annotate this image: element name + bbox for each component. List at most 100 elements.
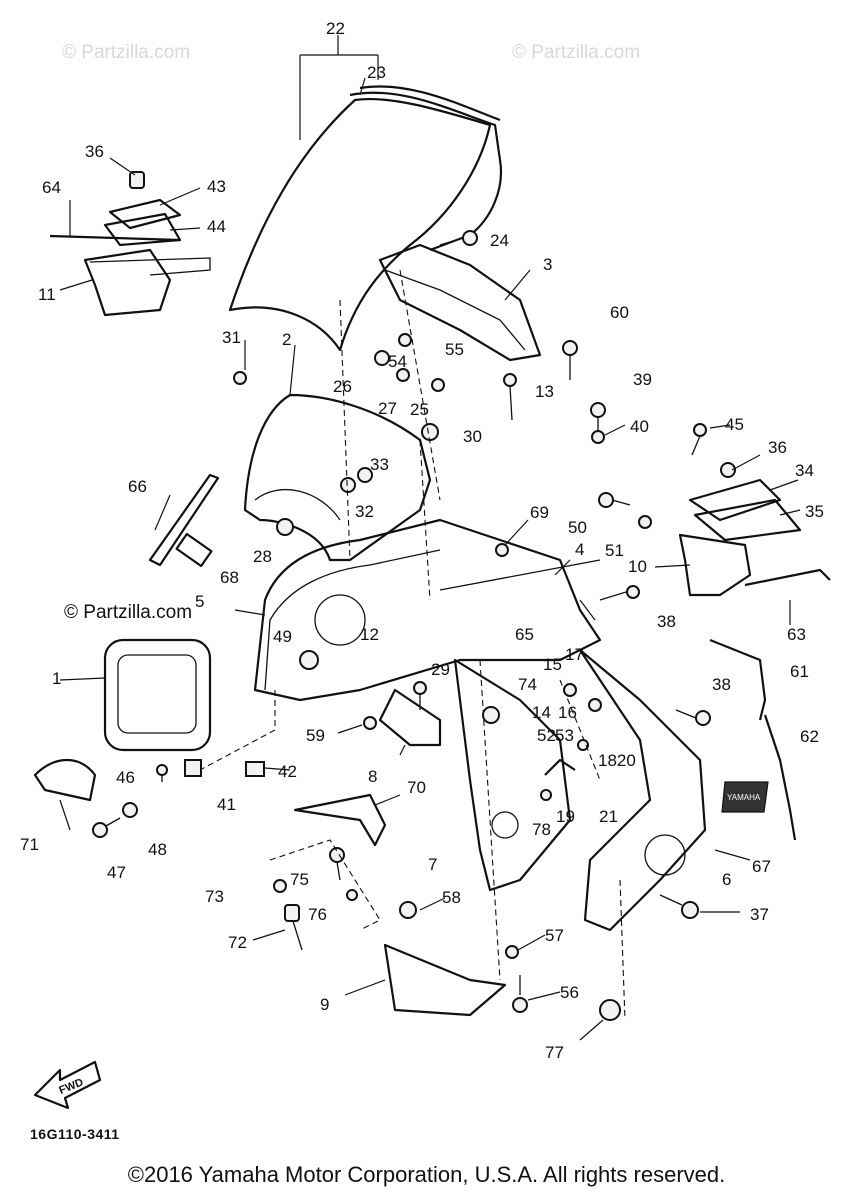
part-label: 70: [407, 778, 426, 797]
part-label: 42: [278, 762, 297, 781]
diagram-code: 16G110-3411: [30, 1126, 120, 1142]
watermark-top-right: © Partzilla.com: [512, 42, 641, 63]
pad-68: [175, 532, 213, 568]
part-label: 38: [657, 612, 676, 631]
part-label: 34: [795, 461, 814, 480]
emblem-text: YAMAHA: [727, 793, 761, 802]
part-label: 77: [545, 1043, 564, 1062]
part-label: 56: [560, 983, 579, 1002]
part-label: 13: [535, 382, 554, 401]
part-label: 25: [410, 400, 429, 419]
part-label: 24: [490, 231, 509, 250]
hose-62: [763, 714, 797, 841]
part-label: 7: [428, 855, 437, 874]
part-label: 62: [800, 727, 819, 746]
part-label: 61: [790, 662, 809, 681]
center-panel-7: [453, 658, 572, 892]
part-label: 40: [630, 417, 649, 436]
part-label: 52: [537, 726, 556, 745]
part-label: 55: [445, 340, 464, 359]
part-label: 27: [378, 399, 397, 418]
part-label: 48: [148, 840, 167, 859]
part-label: 23: [367, 63, 386, 82]
part-label: 30: [463, 427, 482, 446]
part-label: 47: [107, 863, 126, 882]
fwd-arrow-icon: FWD: [33, 1060, 102, 1110]
part-label: 33: [370, 455, 389, 474]
part-label: 54: [388, 352, 407, 371]
part-label: 14: [532, 703, 551, 722]
left-vent-assembly: [49, 171, 211, 317]
trim-70: [293, 793, 387, 847]
part-label: 60: [610, 303, 629, 322]
emblem-67: YAMAHA: [721, 781, 769, 813]
part-label: 10: [628, 557, 647, 576]
upper-cowl: [243, 393, 432, 562]
part-label: 49: [273, 627, 292, 646]
part-label: 31: [222, 328, 241, 347]
watermark-top-left: © Partzilla.com: [62, 42, 191, 63]
part-label: 36: [85, 142, 104, 161]
part-label: 41: [217, 795, 236, 814]
part-label: 28: [253, 547, 272, 566]
under-cover-9: [383, 943, 507, 1017]
part-label: 59: [306, 726, 325, 745]
part-label: 67: [752, 857, 771, 876]
meter-panel-1: [103, 638, 212, 752]
part-label: 53: [555, 726, 574, 745]
part-label: 45: [725, 415, 744, 434]
strip-66: [148, 473, 220, 567]
part-label: 46: [116, 768, 135, 787]
part-label: 2: [282, 330, 291, 349]
part-label: 1820: [598, 751, 636, 770]
part-label: 39: [633, 370, 652, 389]
part-label: 19: [556, 807, 575, 826]
part-label: 51: [605, 541, 624, 560]
part-label: 63: [787, 625, 806, 644]
side-cover-6: [578, 648, 707, 932]
part-label: 4: [575, 540, 584, 559]
part-label: 38: [712, 675, 731, 694]
part-label: 3: [543, 255, 552, 274]
part-label: 78: [532, 820, 551, 839]
part-label: 69: [530, 503, 549, 522]
bracket-8: [378, 688, 442, 747]
part-label: 35: [805, 502, 824, 521]
part-label: 68: [220, 568, 239, 587]
part-label: 64: [42, 178, 61, 197]
part-label: 72: [228, 933, 247, 952]
part-label: 21: [599, 807, 618, 826]
side-panel-3: [378, 243, 542, 362]
part-label: 37: [750, 905, 769, 924]
part-label: 36: [768, 438, 787, 457]
part-label: 5: [195, 592, 204, 611]
part-label: 29: [431, 660, 450, 679]
part-label: 75: [290, 870, 309, 889]
cover-71: [33, 759, 97, 802]
part-label: 11: [38, 285, 56, 304]
part-label: 22: [326, 19, 345, 38]
part-label: 32: [355, 502, 374, 521]
part-label: 76: [308, 905, 327, 924]
part-label: 58: [442, 888, 461, 907]
bracket-22: [299, 35, 379, 140]
part-label: 26: [333, 377, 352, 396]
part-label: 74: [518, 675, 537, 694]
windshield: [228, 85, 503, 352]
part-label: 44: [207, 217, 226, 236]
part-label: 9: [320, 995, 329, 1014]
part-label: 8: [368, 767, 377, 786]
part-label: 65: [515, 625, 534, 644]
part-label: 50: [568, 518, 587, 537]
part-label: 73: [205, 887, 224, 906]
main-fairing: [253, 518, 602, 702]
right-vent-assembly: [678, 478, 831, 597]
part-label: 12: [360, 625, 379, 644]
hose-61: [709, 638, 767, 721]
part-label: 71: [20, 835, 39, 854]
part-label: 16: [558, 703, 577, 722]
watermark-mid-left: © Partzilla.com: [64, 602, 193, 623]
fasteners: [92, 230, 736, 1021]
